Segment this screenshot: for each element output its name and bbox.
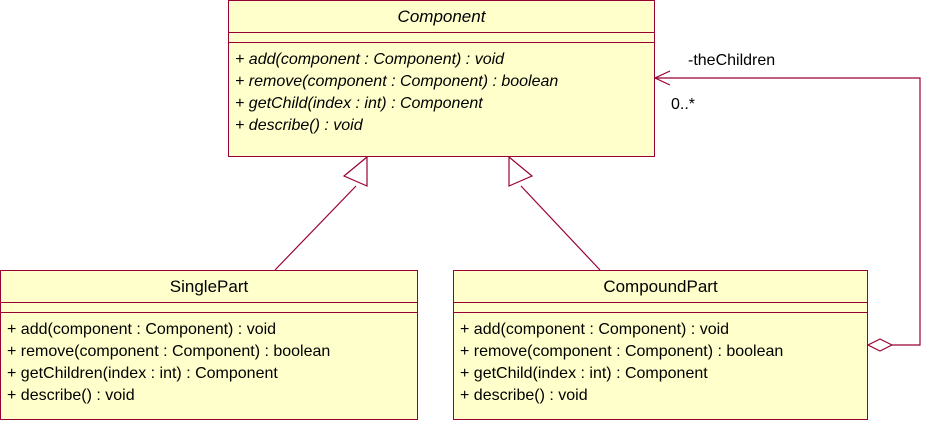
generalization-arrowhead-singlepart: [342, 155, 368, 187]
class-singlepart[interactable]: SinglePart + add(component : Component) …: [0, 270, 418, 420]
operation: + remove(component : Component) : boolea…: [460, 343, 784, 360]
operation-list: + add(component : Component) : void + re…: [454, 313, 867, 407]
attribute-compartment: [1, 303, 417, 313]
aggregation-line: [655, 77, 921, 346]
generalization-line-singlepart: [274, 185, 357, 271]
association-multiplicity-label: 0..*: [671, 96, 696, 113]
operation-list: + add(component : Component) : void + re…: [229, 43, 654, 137]
aggregation-diamond: [866, 338, 894, 352]
generalization-arrowhead-compoundpart: [508, 155, 534, 187]
operation: + add(component : Component) : void: [7, 321, 277, 338]
operation: + describe() : void: [7, 387, 135, 404]
class-component[interactable]: Component + add(component : Component) :…: [228, 0, 655, 157]
attribute-compartment: [454, 303, 867, 313]
class-name: SinglePart: [1, 271, 417, 303]
operation: + add(component : Component) : void: [235, 51, 505, 68]
operation: + describe() : void: [235, 117, 363, 134]
operation: + add(component : Component) : void: [460, 321, 730, 338]
operation: + getChild(index : int) : Component: [235, 95, 483, 112]
operation: + remove(component : Component) : boolea…: [235, 73, 559, 90]
operation: + remove(component : Component) : boolea…: [7, 343, 331, 360]
class-name: CompoundPart: [454, 271, 867, 303]
generalization-line-compoundpart: [520, 185, 601, 271]
attribute-compartment: [229, 33, 654, 43]
navigability-arrowhead: [653, 70, 671, 86]
operation: + getChildren(index : int) : Component: [7, 365, 278, 382]
class-compoundpart[interactable]: CompoundPart + add(component : Component…: [453, 270, 868, 420]
association-role-label: -theChildren: [688, 52, 776, 69]
class-name: Component: [229, 1, 654, 33]
operation: + getChild(index : int) : Component: [460, 365, 708, 382]
operation-list: + add(component : Component) : void + re…: [1, 313, 417, 407]
operation: + describe() : void: [460, 387, 588, 404]
